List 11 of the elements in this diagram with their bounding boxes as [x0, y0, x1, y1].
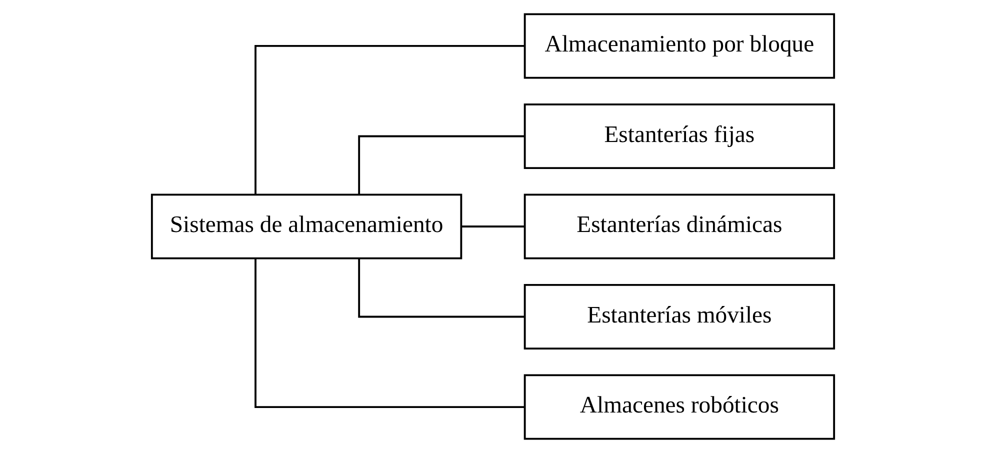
node-box: Sistemas de almacenamiento [150, 194, 462, 260]
node-box: Almacenamiento por bloque [524, 13, 836, 79]
connector [254, 258, 525, 408]
connector [461, 226, 524, 228]
connector [358, 135, 524, 194]
node-box: Estanterías fijas [524, 103, 836, 170]
node-box: Estanterías móviles [524, 284, 836, 350]
connector [358, 258, 524, 318]
node-box: Estanterías dinámicas [524, 194, 836, 260]
node-box: Almacenes robóticos [524, 374, 836, 440]
connector [254, 45, 525, 195]
